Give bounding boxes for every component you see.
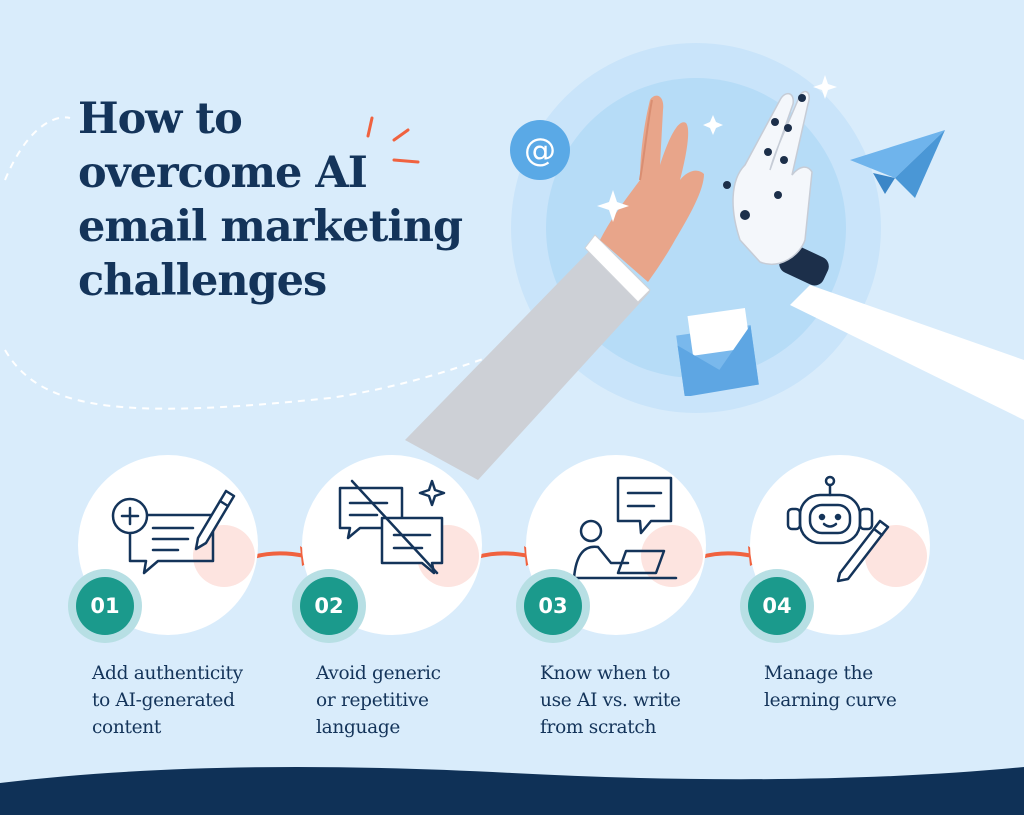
step-label: Add authenticity to AI-generated content [92,660,292,741]
footer-wave [0,767,1024,815]
title-line-2: overcome AI [78,148,368,198]
step-number: 02 [300,577,358,635]
svg-text:@: @ [524,131,556,169]
step-label-line: from scratch [540,717,657,738]
step-number: 01 [76,577,134,635]
step-label: Know when to use AI vs. write from scrat… [540,660,740,741]
step-number: 03 [524,577,582,635]
step-label-line: Avoid generic [316,663,441,684]
step-number-badge: 03 [516,569,590,643]
step-label-line: use AI vs. write [540,690,681,711]
robot-pencil-icon [786,475,890,583]
step-number-badge: 04 [740,569,814,643]
step-number-badge: 01 [68,569,142,643]
at-sign-icon: @ [510,120,570,180]
step-label-line: Manage the [764,663,873,684]
edit-message-icon [111,489,236,575]
step-label-line: Know when to [540,663,671,684]
step-number: 04 [748,577,806,635]
title-line-3: email marketing [78,202,463,252]
step-label: Manage the learning curve [764,660,964,714]
envelope-icon [676,308,759,396]
title-line-4: challenges [78,256,327,306]
step-label-line: to AI-generated [92,690,235,711]
step-accent [641,525,703,587]
step-label-line: or repetitive [316,690,429,711]
step-label-line: Add authenticity [92,663,243,684]
step-label-line: learning curve [764,690,897,711]
step-number-badge: 02 [292,569,366,643]
step-label-line: content [92,717,162,738]
crossed-chat-icon [338,479,446,575]
page-title: How to overcome AI email marketing chall… [78,92,463,308]
person-laptop-chat-icon [564,476,678,580]
step-label-line: language [316,717,401,738]
title-line-1: How to [78,94,243,144]
paper-plane-icon [850,130,945,198]
step-label: Avoid generic or repetitive language [316,660,516,741]
